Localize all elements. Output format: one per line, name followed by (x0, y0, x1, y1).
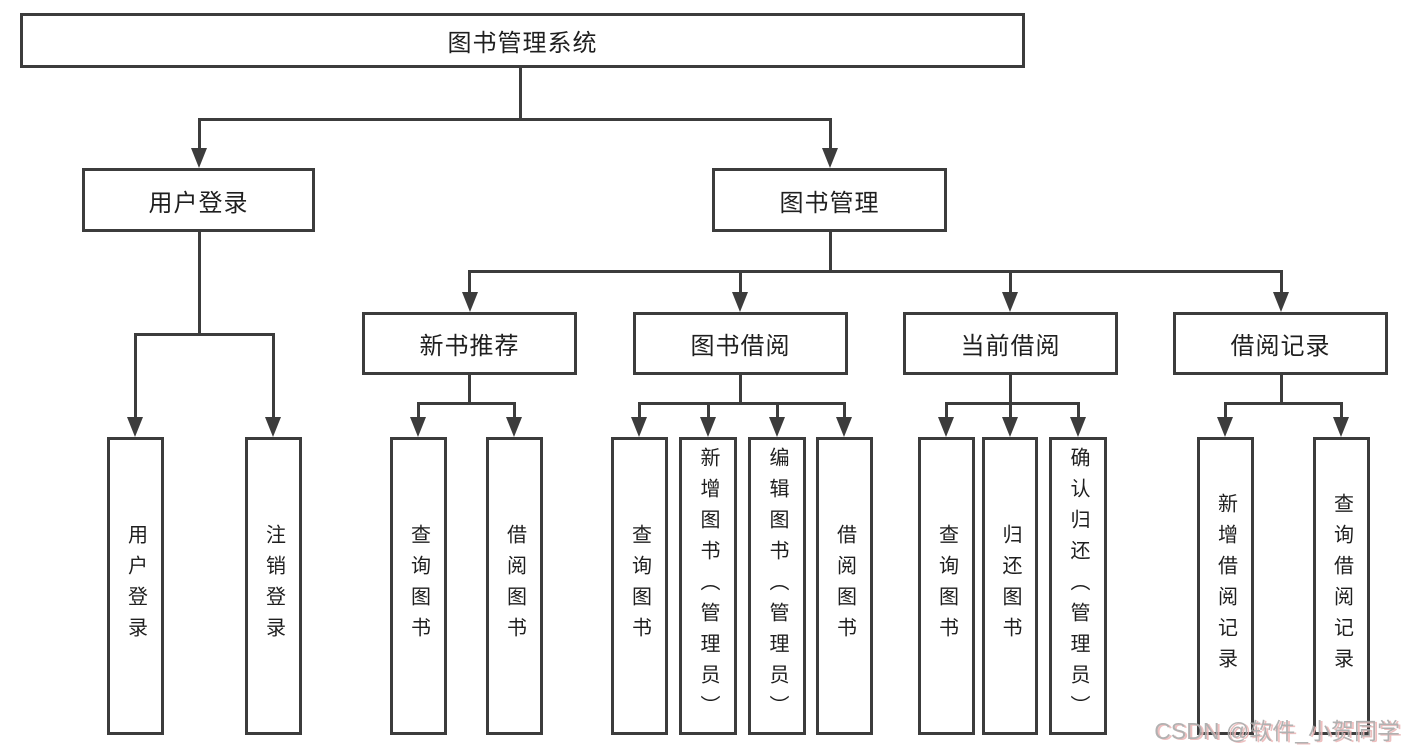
leaf-edit-book-admin: 编辑图书（管理员） (748, 437, 806, 735)
connector-line (198, 232, 201, 336)
node-new-book-recommend: 新书推荐 (362, 312, 577, 375)
arrowhead-down-icon (1070, 417, 1086, 437)
leaf-confirm-return-admin: 确认归还（管理员） (1049, 437, 1107, 735)
connector-line (1009, 402, 1012, 421)
connector-line (1280, 375, 1283, 405)
leaf-borrow-book-1: 借阅图书 (486, 437, 543, 735)
node-user-login: 用户登录 (82, 168, 315, 232)
connector-line (1340, 402, 1343, 421)
connector-line (468, 270, 471, 296)
connector-line (417, 402, 516, 405)
connector-line (1009, 375, 1012, 405)
arrowhead-down-icon (938, 417, 954, 437)
connector-line (1009, 270, 1012, 296)
connector-line (829, 232, 832, 273)
leaf-add-book-admin: 新增图书（管理员） (679, 437, 737, 735)
leaf-borrow-book-1-label: 借阅图书 (503, 524, 526, 648)
connector-line (739, 375, 742, 405)
node-new-book-recommend-label: 新书推荐 (419, 333, 520, 360)
leaf-query-borrow-record: 查询借阅记录 (1313, 437, 1370, 735)
connector-line (134, 333, 275, 336)
leaf-logout: 注销登录 (245, 437, 302, 735)
arrowhead-down-icon (836, 417, 852, 437)
connector-line (468, 375, 471, 405)
node-current-borrow: 当前借阅 (903, 312, 1118, 375)
connector-line (134, 333, 137, 421)
arrowhead-down-icon (1217, 417, 1233, 437)
leaf-add-borrow-record: 新增借阅记录 (1197, 437, 1254, 735)
arrowhead-down-icon (631, 417, 647, 437)
connector-line (945, 402, 1079, 405)
connector-line (843, 402, 846, 421)
arrowhead-down-icon (127, 417, 143, 437)
leaf-add-book-admin-label: 新增图书（管理员） (697, 446, 719, 726)
node-book-management: 图书管理 (712, 168, 947, 232)
arrowhead-down-icon (265, 417, 281, 437)
arrowhead-down-icon (410, 417, 426, 437)
leaf-confirm-return-admin-label: 确认归还（管理员） (1067, 446, 1089, 726)
connector-line (1224, 402, 1227, 421)
node-borrow-records: 借阅记录 (1173, 312, 1388, 375)
leaf-return-book: 归还图书 (982, 437, 1038, 735)
connector-line (1280, 270, 1283, 296)
connector-line (198, 118, 832, 121)
connector-line (638, 402, 845, 405)
node-root: 图书管理系统 (20, 13, 1025, 68)
leaf-return-book-label: 归还图书 (999, 524, 1021, 648)
connector-line (272, 333, 275, 421)
connector-line (198, 118, 201, 152)
leaf-query-book-2: 查询图书 (611, 437, 668, 735)
arrowhead-down-icon (1273, 292, 1289, 312)
node-current-borrow-label: 当前借阅 (960, 333, 1061, 360)
leaf-query-book-1-label: 查询图书 (407, 524, 430, 648)
node-book-management-label: 图书管理 (779, 189, 880, 217)
arrowhead-down-icon (732, 292, 748, 312)
connector-line (638, 402, 641, 421)
arrowhead-down-icon (1002, 417, 1018, 437)
connector-line (519, 68, 522, 120)
leaf-add-borrow-record-label: 新增借阅记录 (1214, 493, 1237, 679)
leaf-query-book-3: 查询图书 (918, 437, 975, 735)
arrowhead-down-icon (1333, 417, 1349, 437)
leaf-user-login-label: 用户登录 (124, 524, 147, 648)
connector-line (829, 118, 832, 152)
node-root-label: 图书管理系统 (447, 30, 598, 57)
connector-line (945, 402, 948, 421)
arrowhead-down-icon (822, 148, 838, 168)
leaf-borrow-book-2: 借阅图书 (816, 437, 873, 735)
arrowhead-down-icon (1002, 292, 1018, 312)
node-borrow-records-label: 借阅记录 (1230, 333, 1331, 360)
leaf-query-book-3-label: 查询图书 (935, 524, 958, 648)
connector-line (468, 270, 1283, 273)
arrowhead-down-icon (506, 417, 522, 437)
connector-line (513, 402, 516, 421)
arrowhead-down-icon (462, 292, 478, 312)
leaf-logout-label: 注销登录 (262, 524, 285, 648)
arrowhead-down-icon (769, 417, 785, 437)
connector-line (1077, 402, 1080, 421)
csdn-watermark: CSDN @软件_小贺同学 (1154, 718, 1400, 744)
node-book-borrow: 图书借阅 (633, 312, 848, 375)
arrowhead-down-icon (700, 417, 716, 437)
leaf-borrow-book-2-label: 借阅图书 (833, 524, 856, 648)
connector-line (1224, 402, 1342, 405)
connector-line (417, 402, 420, 421)
leaf-edit-book-admin-label: 编辑图书（管理员） (766, 446, 788, 726)
node-user-login-label: 用户登录 (148, 189, 249, 217)
node-book-borrow-label: 图书借阅 (690, 333, 791, 360)
leaf-query-book-1: 查询图书 (390, 437, 447, 735)
leaf-query-book-2-label: 查询图书 (628, 524, 651, 648)
leaf-user-login: 用户登录 (107, 437, 164, 735)
connector-line (707, 402, 710, 421)
leaf-query-borrow-record-label: 查询借阅记录 (1330, 493, 1353, 679)
connector-line (776, 402, 779, 421)
connector-line (739, 270, 742, 296)
arrowhead-down-icon (191, 148, 207, 168)
